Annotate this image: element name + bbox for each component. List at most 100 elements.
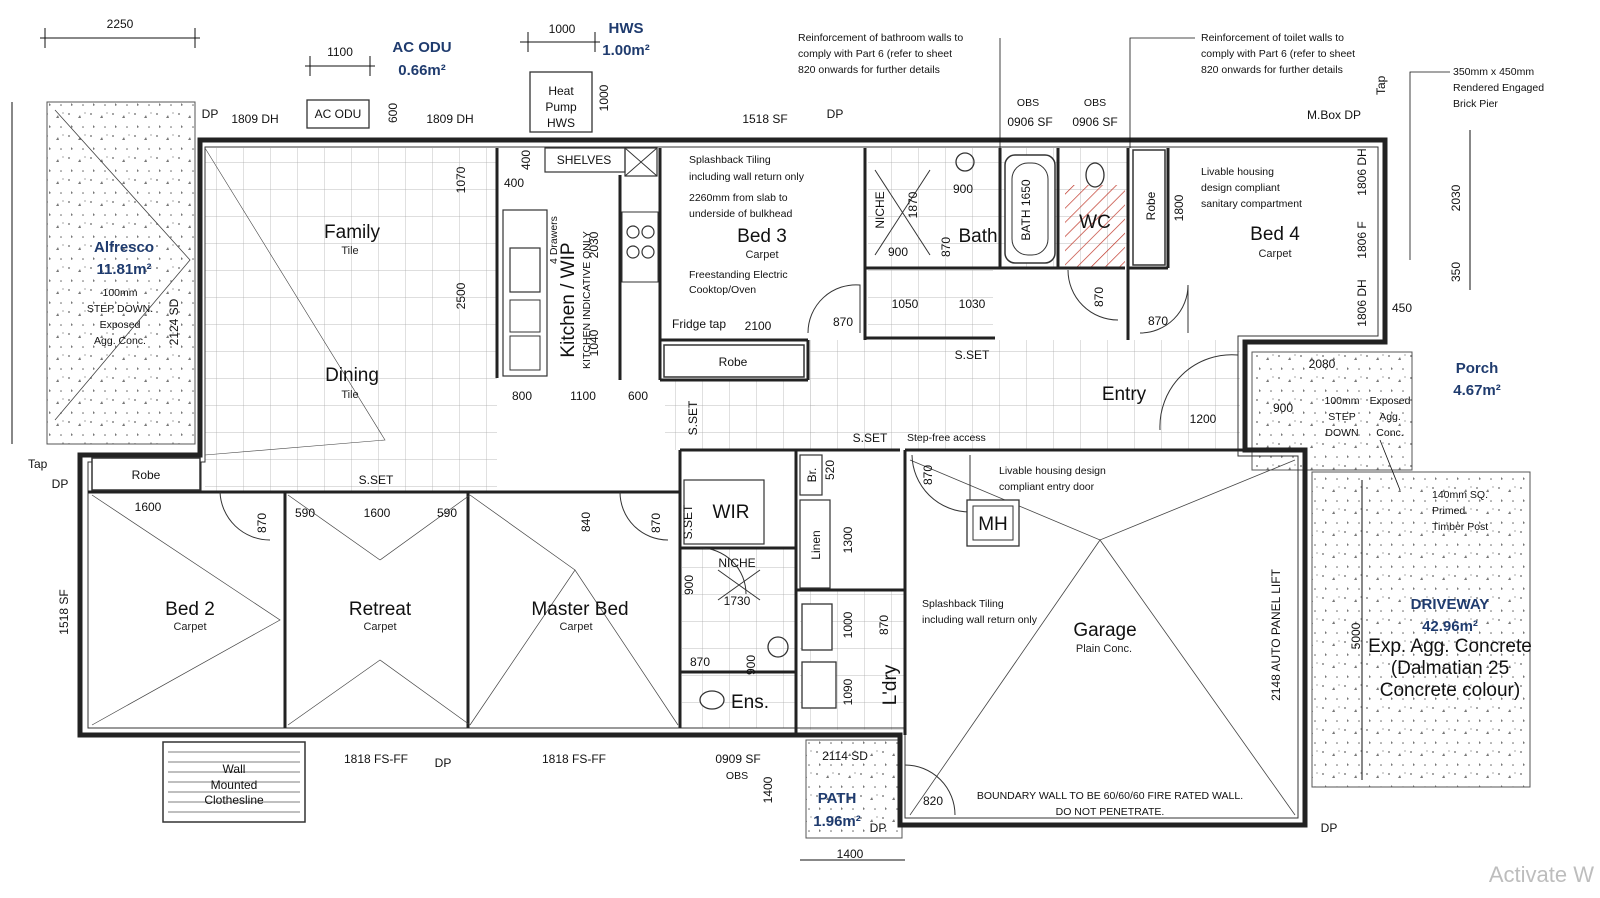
dim-820: 820 — [923, 794, 943, 808]
garage-diagonals — [909, 459, 1296, 816]
dim-900-b: 900 — [953, 182, 973, 196]
shelves-label: SHELVES — [557, 153, 611, 167]
cooktop — [621, 211, 659, 283]
note-bulkhead-0: 2260mm from slab to — [689, 192, 788, 204]
dim-800: 800 — [512, 389, 532, 403]
room-master-finish: Carpet — [559, 621, 592, 633]
dim-450: 450 — [1392, 301, 1412, 315]
robe-bed2 — [91, 457, 201, 491]
porch-note-2: DOWN — [1325, 427, 1358, 439]
note-heat-pump-2: HWS — [547, 116, 575, 130]
note-bath-walls-0: Reinforcement of bathroom walls to — [798, 32, 963, 44]
note-clothesline-1: Mounted — [211, 778, 258, 792]
note-livable-door-1: compliant entry door — [999, 481, 1095, 493]
dim-600b: 600 — [628, 389, 648, 403]
note-splashback2-0: Splashback Tiling — [922, 598, 1004, 610]
dim-870-bed4: 870 — [1148, 314, 1168, 328]
dim-1518sf-v: 1518 SF — [57, 589, 71, 634]
dim-1600: 1600 — [135, 500, 162, 514]
room-dining: Dining — [325, 365, 379, 386]
family-dining-tiles — [205, 148, 497, 492]
alfresco-note-1: STEP DOWN. — [87, 303, 153, 315]
family-diagonal — [204, 147, 386, 456]
note-brick-pier-2: Brick Pier — [1453, 98, 1498, 110]
dim-400b: 400 — [504, 176, 524, 190]
br-box — [799, 454, 823, 496]
dim-1730: 1730 — [724, 594, 751, 608]
bed-diagonals — [91, 494, 679, 726]
bathtub — [1004, 154, 1056, 264]
dim-dp-c: DP — [52, 477, 69, 491]
dim-1100: 1100 — [327, 45, 353, 59]
dim-sset-d: S.SET — [686, 400, 700, 435]
dim-sset-e: S.SET — [681, 504, 695, 539]
external-walls — [77, 137, 1388, 828]
leader-lines — [999, 37, 1450, 491]
dim-870-bed3: 870 — [833, 315, 853, 329]
room-bed2-finish: Carpet — [173, 621, 206, 633]
basin-ens-icon — [767, 636, 789, 658]
dim-2100: 2100 — [745, 319, 772, 333]
dim-1100b: 1100 — [570, 389, 596, 403]
note-livable-sanitary-0: Livable housing — [1201, 166, 1274, 178]
dishwasher — [509, 299, 541, 333]
dim-1300: 1300 — [841, 526, 855, 553]
activation-watermark: Activate W — [1488, 862, 1594, 887]
note-livable-sanitary-2: sanitary compartment — [1201, 198, 1302, 210]
hws-size: 1.00m² — [602, 42, 650, 59]
note-four-drawers: 4 Drawers — [548, 216, 560, 264]
dim-0906sf-a: 0906 SF — [1007, 115, 1052, 129]
dim-2500: 2500 — [454, 282, 468, 309]
entry-tiles — [810, 340, 1240, 450]
dimension-lines — [11, 28, 1471, 861]
dim-2250: 2250 — [107, 17, 134, 31]
alfresco-note-0: 100mm — [102, 287, 137, 299]
dim-900-porch: 900 — [1273, 401, 1293, 415]
dim-1518sf: 1518 SF — [742, 112, 787, 126]
room-bed2: Bed 2 — [165, 599, 215, 620]
note-mbox: M.Box DP — [1307, 108, 1361, 122]
ac-odu-box — [306, 99, 370, 129]
wc-hatch — [1065, 185, 1125, 267]
note-boundary-1: DO NOT PENETRATE. — [1056, 806, 1165, 818]
shower-cross-icon — [874, 169, 931, 256]
dim-1870: 1870 — [906, 191, 920, 218]
note-fridge: Fridge tap — [672, 317, 726, 331]
manhole-inner — [972, 505, 1014, 541]
note-livable-sanitary-1: design compliant — [1201, 182, 1280, 194]
dim-1400: 1400 — [837, 847, 864, 861]
room-dining-finish: Tile — [341, 389, 358, 401]
dim-1806f: 1806 F — [1355, 221, 1369, 258]
room-wc: WC — [1079, 212, 1111, 233]
dim-niche-a: NICHE — [873, 191, 887, 228]
room-garage: Garage — [1073, 620, 1136, 641]
dim-870-ldry: 870 — [877, 615, 891, 635]
acodu-size: 0.66m² — [398, 62, 446, 79]
note-clothesline-2: Clothesline — [204, 793, 264, 807]
note-cooktop-1: Cooktop/Oven — [689, 284, 756, 296]
room-bath: Bath — [958, 226, 997, 247]
dim-870-bed2: 870 — [255, 513, 269, 533]
driveway-line-1: (Dalmatian 25 — [1391, 658, 1509, 679]
room-ens: Ens. — [731, 692, 769, 713]
note-heat-pump-1: Pump — [545, 100, 577, 114]
dim-1000v: 1000 — [597, 84, 611, 111]
note-brick-pier-1: Rendered Engaged — [1453, 82, 1544, 94]
dim-1818-b: 1818 FS-FF — [542, 752, 606, 766]
dim-2030r: 2030 — [1449, 184, 1463, 211]
linen-label: Linen — [809, 530, 823, 559]
clothesline-lines — [168, 751, 300, 813]
dim-sset-a: S.SET — [359, 473, 394, 487]
hall2-tiles — [868, 270, 993, 338]
driveway-size: 42.96m² — [1422, 618, 1478, 635]
microwave — [509, 335, 541, 371]
hws-name: HWS — [609, 20, 644, 37]
porch-note-1: STEP — [1328, 411, 1355, 423]
alfresco-note-2: Exposed — [100, 319, 141, 331]
washing-machine — [801, 661, 837, 709]
note-bulkhead-1: underside of bulkhead — [689, 208, 792, 220]
room-bed3-finish: Carpet — [745, 249, 778, 261]
door-swings — [219, 269, 1239, 816]
alfresco-name: Alfresco — [94, 239, 154, 256]
